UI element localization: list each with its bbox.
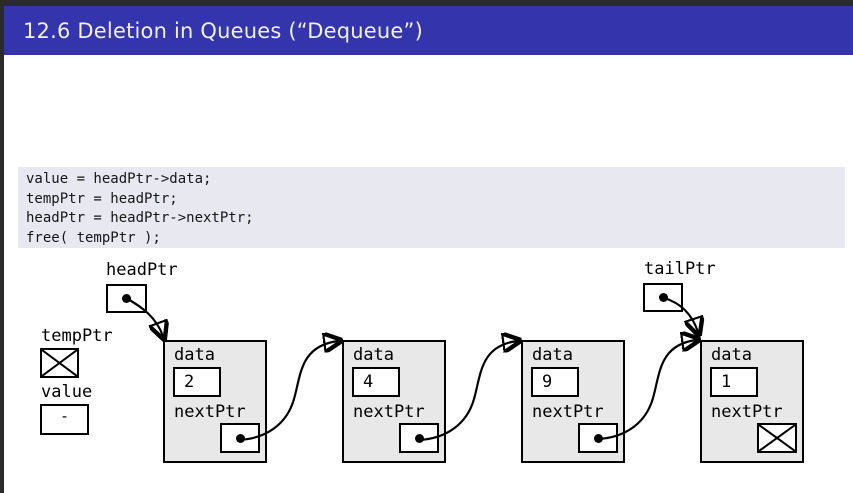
node-data-box: 1: [710, 367, 758, 397]
queue-node-1: data 2 nextPtr: [163, 340, 267, 463]
node-data-value: 2: [184, 372, 195, 392]
node-next-label: nextPtr: [174, 402, 246, 422]
node-next-pointer-box: [220, 423, 260, 453]
code-line: tempPtr = headPtr;: [26, 190, 178, 207]
pointer-dot: [122, 294, 131, 303]
node-next-pointer-box: [399, 423, 439, 453]
value-content: -: [59, 407, 70, 425]
temp-pointer-label: tempPtr: [41, 326, 113, 346]
head-pointer-box: [106, 284, 147, 313]
queue-node-3: data 9 nextPtr: [521, 340, 625, 463]
node-data-label: data: [532, 345, 573, 365]
node-data-box: 9: [531, 367, 579, 397]
queue-node-4: data 1 nextPtr: [700, 340, 804, 463]
node-next-pointer-box: [578, 423, 618, 453]
code-line: headPtr = headPtr->nextPtr;: [26, 210, 254, 226]
node-data-value: 9: [542, 372, 553, 392]
head-pointer-label: headPtr: [106, 260, 178, 280]
node-data-box: 2: [173, 367, 221, 397]
code-line: value = headPtr->data;: [26, 171, 212, 187]
tail-pointer-label: tailPtr: [644, 259, 716, 279]
code-block: value = headPtr->data; tempPtr = headPtr…: [18, 167, 845, 248]
temp-pointer-box: [40, 348, 79, 378]
slide-title: 12.6 Deletion in Queues (“Dequeue”): [23, 18, 423, 43]
node-data-value: 1: [721, 372, 732, 392]
pointer-dot: [235, 433, 245, 443]
node-data-label: data: [353, 345, 394, 365]
node-data-label: data: [711, 345, 752, 365]
tail-pointer-box: [643, 283, 683, 312]
node-next-label: nextPtr: [532, 402, 604, 422]
pointer-dot: [658, 293, 668, 302]
node-next-label: nextPtr: [353, 402, 425, 422]
node-next-pointer-box: [757, 423, 797, 453]
node-data-value: 4: [363, 372, 374, 392]
node-data-box: 4: [352, 367, 400, 397]
null-cross-icon: [42, 350, 77, 376]
slide-title-bar: 12.6 Deletion in Queues (“Dequeue”): [4, 6, 853, 55]
value-label: value: [41, 382, 93, 402]
pointer-dot: [414, 433, 424, 443]
pointer-dot: [593, 433, 603, 443]
window-left-edge: [0, 0, 4, 493]
value-box: -: [40, 404, 89, 435]
node-data-label: data: [174, 345, 215, 365]
node-next-label: nextPtr: [711, 402, 783, 422]
queue-node-2: data 4 nextPtr: [342, 340, 446, 463]
window-top-edge: [0, 0, 853, 6]
null-cross-icon: [759, 425, 795, 451]
code-line: free( tempPtr );: [26, 229, 161, 246]
